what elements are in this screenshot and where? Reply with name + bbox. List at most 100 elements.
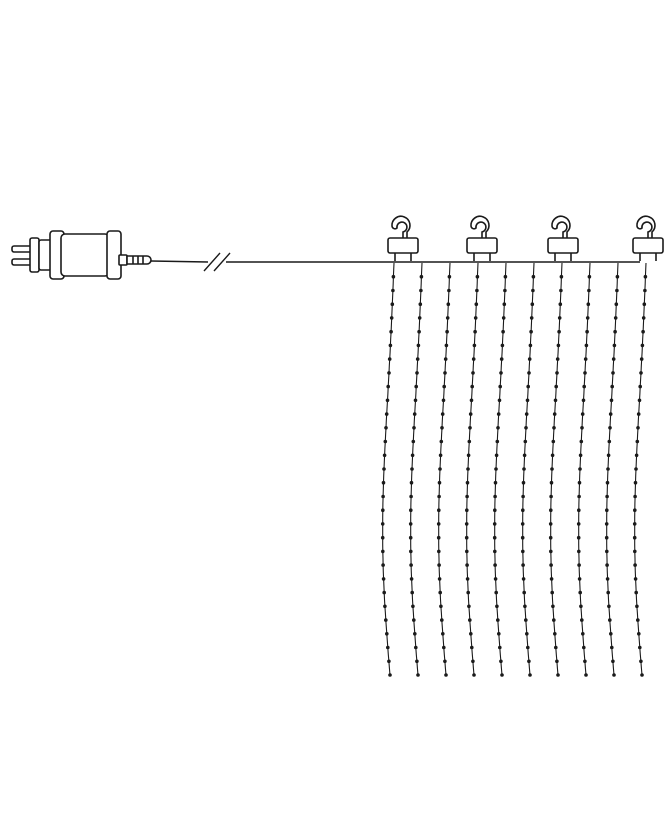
led-bulb-icon xyxy=(577,508,581,512)
led-bulb-icon xyxy=(471,659,475,664)
led-bulb-icon xyxy=(493,480,498,485)
led-bulb-icon xyxy=(389,329,393,334)
led-bulb-icon xyxy=(611,371,615,375)
led-bulb-icon xyxy=(636,412,641,416)
led-bulb-icon xyxy=(587,274,592,279)
led-bulb-icon xyxy=(410,453,415,458)
led-bulb-icon xyxy=(494,467,498,471)
feed-cable-left xyxy=(150,260,209,263)
led-bulb-icon xyxy=(473,329,477,334)
plug-prong xyxy=(11,258,33,266)
led-bulb-icon xyxy=(633,563,637,567)
led-bulb-icon xyxy=(447,274,452,279)
led-bulb-icon xyxy=(551,439,556,444)
led-bulb-icon xyxy=(550,590,554,595)
led-bulb-icon xyxy=(552,618,556,622)
led-bulb-icon xyxy=(524,412,529,416)
led-bulb-icon xyxy=(633,494,637,499)
light-strand xyxy=(380,262,396,677)
light-strand xyxy=(604,262,620,677)
led-bulb-icon xyxy=(605,480,610,485)
led-bulb-icon xyxy=(439,439,444,444)
led-bulb-icon xyxy=(529,316,534,320)
led-bulb-icon xyxy=(639,371,643,375)
led-bulb-icon xyxy=(414,384,419,389)
led-bulb-icon xyxy=(554,645,558,650)
led-bulb-icon xyxy=(443,371,447,375)
led-bulb-icon xyxy=(549,577,554,581)
hook-clip xyxy=(394,253,412,261)
led-bulb-icon xyxy=(632,522,637,526)
led-bulb-icon xyxy=(492,522,497,526)
led-bulb-icon xyxy=(419,274,424,279)
led-bulb-icon xyxy=(582,645,586,650)
led-bulb-icon xyxy=(442,645,446,650)
led-bulb-icon xyxy=(494,590,499,595)
led-bulb-icon xyxy=(437,508,441,512)
led-bulb-icon xyxy=(605,494,609,499)
led-bulb-icon xyxy=(415,659,419,664)
led-bulb-icon xyxy=(521,494,525,499)
led-bulb-icon xyxy=(608,618,612,622)
light-strand xyxy=(632,262,648,677)
led-bulb-icon xyxy=(436,535,441,540)
led-bulb-icon xyxy=(386,645,390,650)
led-bulb-icon xyxy=(555,357,560,361)
led-bulb-icon xyxy=(440,412,445,416)
led-bulb-icon xyxy=(525,632,529,636)
led-bulb-icon xyxy=(467,439,472,444)
led-bulb-icon xyxy=(494,453,499,458)
hook-plate xyxy=(632,237,664,254)
led-bulb-icon xyxy=(493,549,497,554)
led-bulb-icon xyxy=(524,426,528,430)
led-bulb-icon xyxy=(437,549,441,554)
led-bulb-icon xyxy=(557,329,561,334)
led-bulb-icon xyxy=(381,549,385,554)
hook-clip xyxy=(554,253,572,261)
led-bulb-icon xyxy=(445,329,449,334)
led-bulb-icon xyxy=(383,604,387,609)
led-bulb-icon xyxy=(615,274,620,279)
led-bulb-icon xyxy=(577,549,581,554)
led-bulb-icon xyxy=(583,371,587,375)
led-bulb-icon xyxy=(493,577,498,581)
light-strand xyxy=(492,262,508,677)
led-bulb-icon xyxy=(412,618,416,622)
led-bulb-icon xyxy=(381,508,385,512)
led-bulb-icon xyxy=(605,563,609,567)
led-bulb-icon xyxy=(607,439,612,444)
led-bulb-icon xyxy=(408,522,413,526)
led-bulb-icon xyxy=(636,618,640,622)
led-bulb-icon xyxy=(465,508,469,512)
led-bulb-icon xyxy=(473,316,478,320)
led-bulb-icon xyxy=(443,659,447,664)
led-bulb-icon xyxy=(640,673,644,677)
hooks-group xyxy=(387,215,664,261)
led-bulb-icon xyxy=(469,632,473,636)
led-bulb-icon xyxy=(497,398,502,403)
feed-cable xyxy=(150,252,640,272)
led-bulb-icon xyxy=(584,673,588,677)
led-bulb-icon xyxy=(639,659,643,664)
hook-curl xyxy=(391,215,411,238)
led-bulb-icon xyxy=(446,302,451,307)
led-bulb-icon xyxy=(551,604,555,609)
led-bulb-icon xyxy=(608,412,613,416)
led-bulb-icon xyxy=(548,522,553,526)
led-bulb-icon xyxy=(411,604,415,609)
led-bulb-icon xyxy=(413,632,417,636)
hanging-hook-icon xyxy=(466,215,498,261)
led-bulb-icon xyxy=(526,645,530,650)
led-bulb-icon xyxy=(528,673,532,677)
led-bulb-icon xyxy=(580,618,584,622)
led-bulb-icon xyxy=(501,329,505,334)
light-strand xyxy=(436,262,452,677)
light-strand xyxy=(548,262,564,677)
led-bulb-icon xyxy=(471,357,476,361)
led-bulb-icon xyxy=(577,563,581,567)
led-bulb-icon xyxy=(604,522,609,526)
led-bulb-icon xyxy=(576,535,581,540)
led-bulb-icon xyxy=(585,329,589,334)
led-bulb-icon xyxy=(498,384,503,389)
led-bulb-icon xyxy=(583,357,588,361)
